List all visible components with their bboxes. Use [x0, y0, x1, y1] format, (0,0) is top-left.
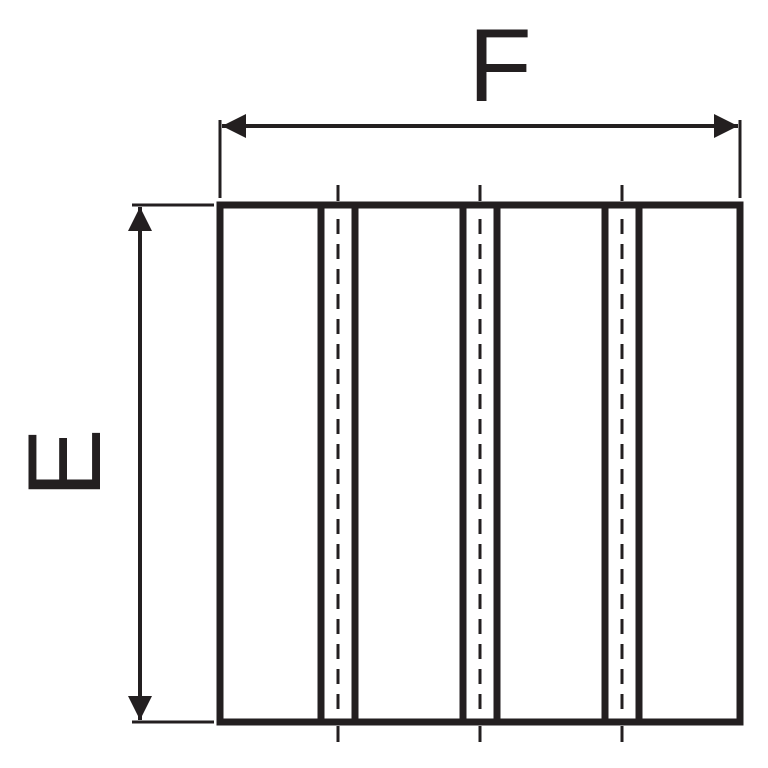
- height-dimension: E: [7, 203, 214, 724]
- seam-strips: [317, 185, 643, 742]
- panel-outline: [216, 201, 744, 726]
- height-label: E: [7, 428, 123, 497]
- width-dimension: F: [218, 8, 742, 198]
- width-label: F: [468, 8, 532, 124]
